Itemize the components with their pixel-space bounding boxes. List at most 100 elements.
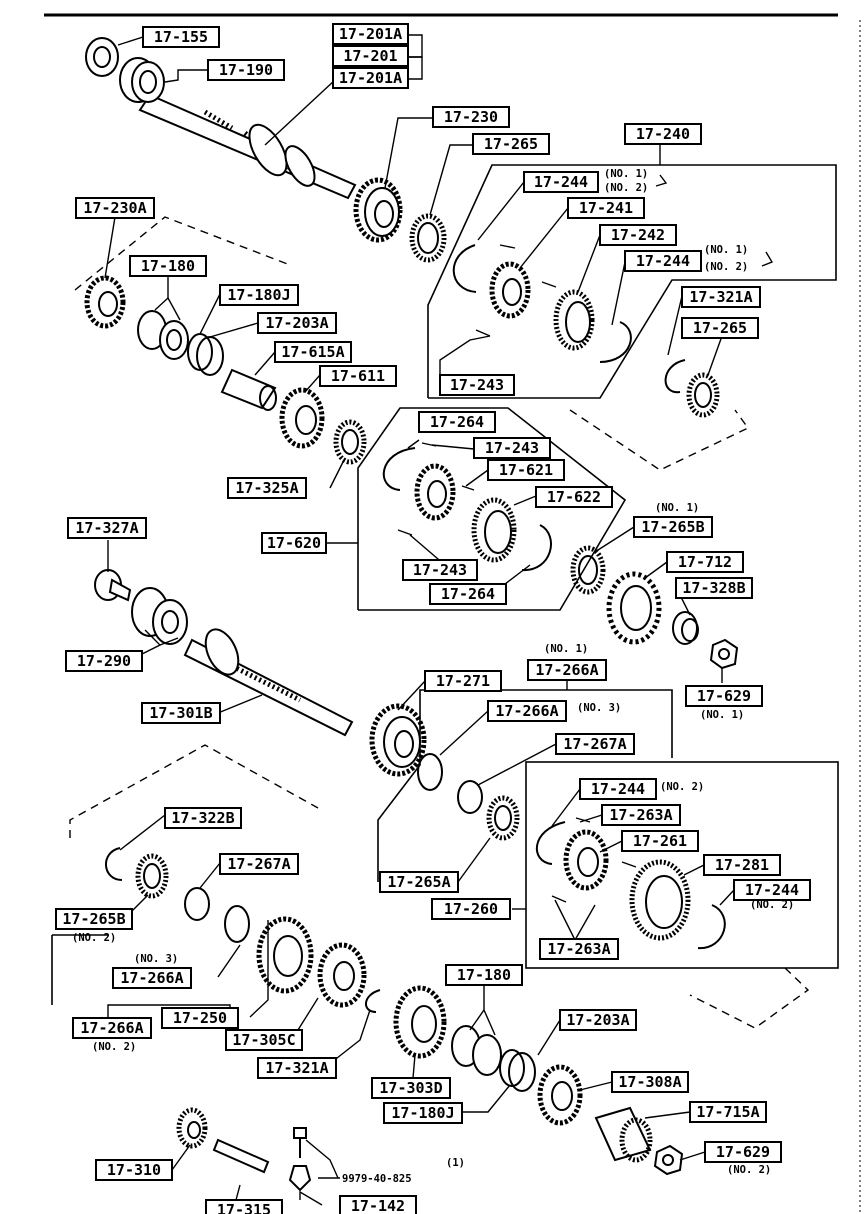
part-label-text: 17-242 [611,226,665,244]
part-label-17-308A: 17-308A [611,1071,689,1093]
part-label-17-263A-b: 17-263A [539,938,619,960]
part-label-box [65,650,143,672]
part-label-box [72,1017,152,1039]
part-label-17-265B-top: 17-265B [633,516,713,538]
parts-layer [84,37,739,1192]
note-n-629-bot-no2: (NO. 2) [727,1164,771,1176]
part-17-327A [94,569,132,602]
part-label-text: 17-264 [430,413,484,431]
note-n-244c-no2: (NO. 2) [660,781,704,793]
part-label-box [675,577,753,599]
part-label-box [431,898,511,920]
gear-17-715A-part [594,1106,653,1163]
part-label-17-260: 17-260 [431,898,511,920]
part-label-box [332,67,409,89]
part-label-text: 17-201 [343,47,397,65]
part-label-17-243-c: 17-243 [402,559,478,581]
part-label-box [611,1071,689,1093]
part-label-text: 17-230 [444,108,498,126]
part-label-text: 17-180J [391,1104,454,1122]
part-label-box [319,365,397,387]
part-label-text: 17-271 [436,672,490,690]
bearing-17-180-bottom-part [451,1025,536,1092]
part-label-text: 17-266A [80,1019,143,1037]
part-label-text: 17-240 [636,125,690,143]
part-label-text: 17-622 [547,488,601,506]
part-label-17-620: 17-620 [261,532,327,554]
part-notes: (NO. 1)(NO. 2)(NO. 1)(NO. 2)(NO. 1)(NO. … [72,168,794,1185]
bearing-17-290-part [131,587,188,645]
part-label-17-303D: 17-303D [371,1077,451,1099]
part-label-box [205,1199,283,1214]
part-label-text: 17-265B [641,518,704,536]
part-label-box [164,807,242,829]
note-n-bolt-part: 9979-40-825 [342,1173,412,1185]
note-n-265B-no2: (NO. 2) [72,932,116,944]
part-label-text: 17-244 [636,252,690,270]
part-label-text: 17-265A [387,873,450,891]
part-label-box [429,583,507,605]
ring-17-321A-top-part [664,359,720,418]
part-label-text: 17-263A [547,940,610,958]
part-label-box [559,1009,637,1031]
part-label-text: 17-155 [154,28,208,46]
part-label-text: 17-611 [331,367,385,385]
part-label-17-244-a: 17-244 [523,171,599,193]
part-label-text: 17-203A [265,314,328,332]
part-label-17-180J-top: 17-180J [219,284,299,306]
part-label-17-266A-mid: 17-266A [487,700,567,722]
part-label-box [535,486,613,508]
part-label-17-266A-left: 17-266A [112,967,192,989]
part-label-17-155: 17-155 [142,26,220,48]
note-n-240-no2: (NO. 2) [604,182,648,194]
part-label-17-328B: 17-328B [675,577,753,599]
dashed-outline-upper-left [74,216,291,291]
part-label-box [439,374,515,396]
parts-lower-left-part [105,847,250,943]
part-label-text: 17-203A [566,1011,629,1029]
part-label-17-281: 17-281 [703,854,781,876]
part-label-text: 17-244 [745,881,799,899]
part-label-box [681,286,761,308]
part-label-box [424,670,502,692]
gear-17-712-part [606,571,662,645]
ring-17-325A-part [333,419,367,465]
part-label-17-265B-left: 17-265B [55,908,133,930]
part-label-text: 17-325A [235,479,298,497]
part-label-17-622: 17-622 [535,486,613,508]
part-label-text: 17-243 [485,439,539,457]
part-label-17-230A: 17-230A [75,197,155,219]
note-n-bolt-qty: (1) [446,1157,465,1169]
part-label-text: 17-290 [77,652,131,670]
part-label-box [55,908,133,930]
part-label-box [95,1159,173,1181]
part-label-text: 17-621 [499,461,553,479]
part-label-box [379,871,459,893]
gear-17-230-part [353,177,403,243]
part-label-box [666,551,744,573]
bearing-17-190-part [119,57,165,103]
part-label-box [432,106,510,128]
part-label-17-242: 17-242 [599,224,677,246]
gear-17-230A-part [84,275,126,329]
gear-17-310-part [176,1107,208,1149]
part-label-box [207,59,285,81]
part-label-17-201: 17-201 [332,45,409,67]
bearing-17-155-part [85,37,119,77]
part-label-17-271: 17-271 [424,670,502,692]
part-label-box [599,224,677,246]
part-label-text: 17-308A [618,1073,681,1091]
part-label-text: 17-250 [173,1009,227,1027]
part-label-box [142,26,220,48]
part-label-box [332,45,409,67]
part-label-text: 17-265 [484,135,538,153]
part-label-text: 17-301B [149,704,212,722]
countershaft-17-301B-part [183,628,354,737]
part-label-17-611: 17-611 [319,365,397,387]
part-label-text: 17-263A [609,806,672,824]
part-label-17-290: 17-290 [65,650,143,672]
part-label-17-267A-right: 17-267A [555,733,635,755]
part-label-box [539,938,619,960]
frame-17-260 [525,761,839,969]
